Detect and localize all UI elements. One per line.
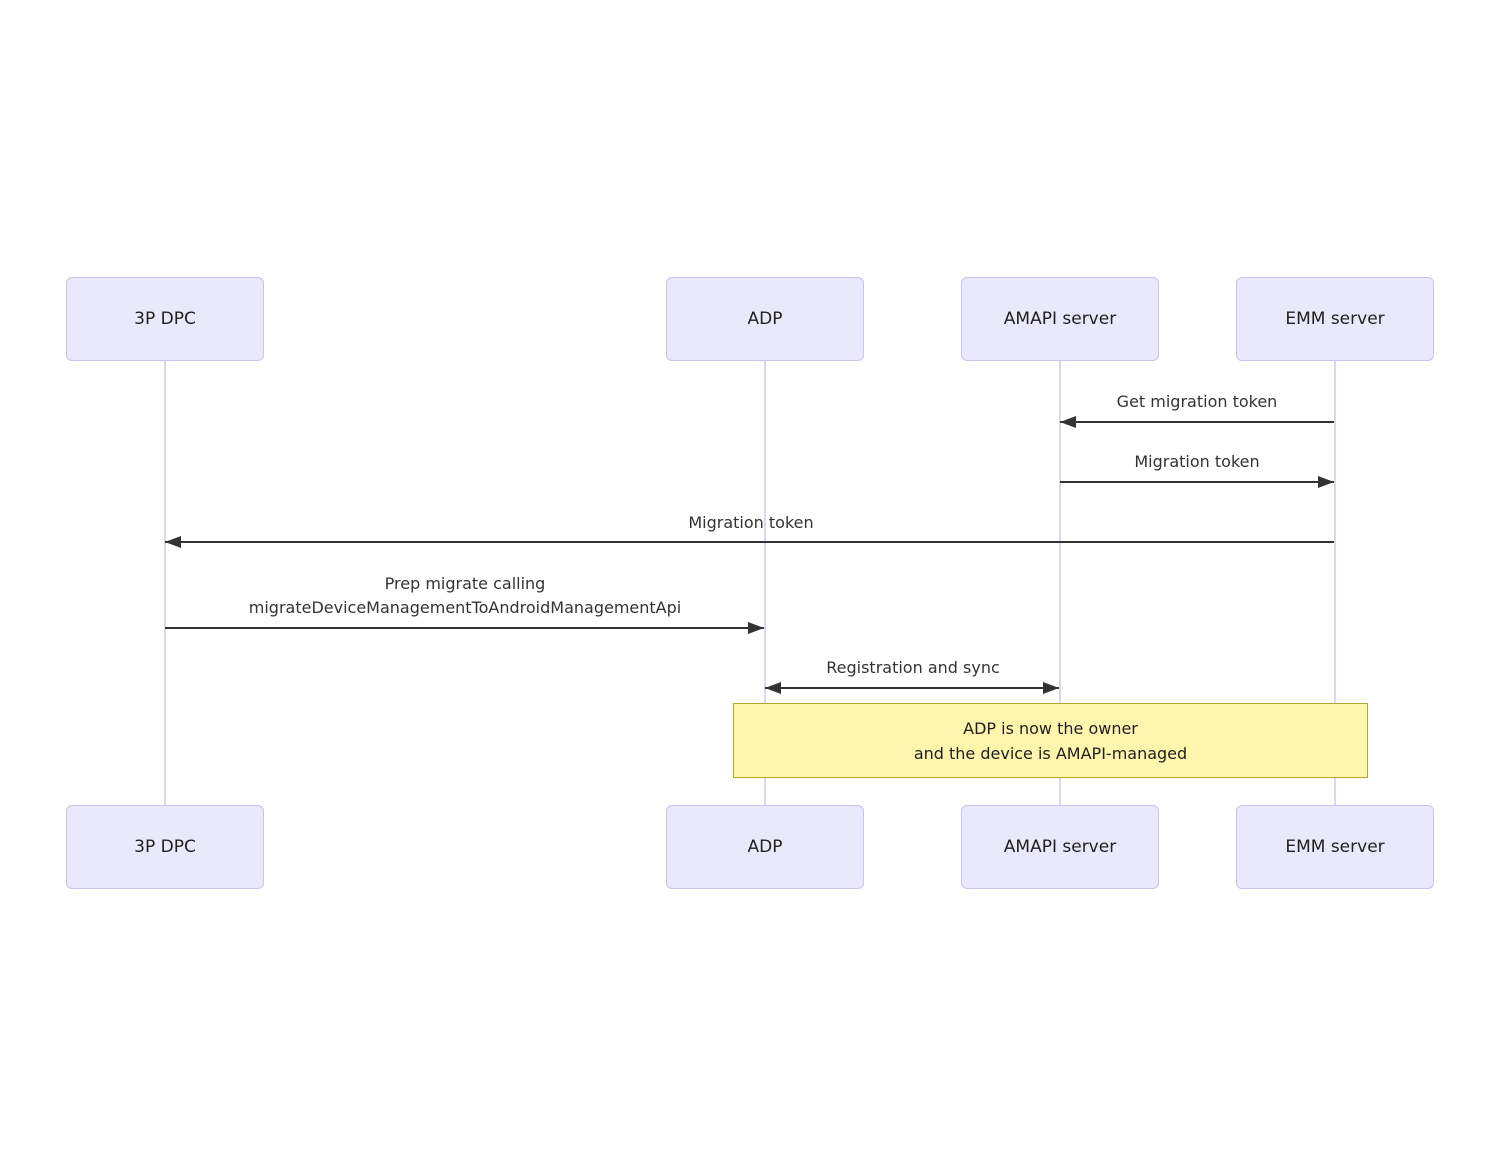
- message-line-registration-sync: [765, 687, 1059, 689]
- message-label-get-migration-token: Get migration token: [1116, 392, 1278, 411]
- message-line-prep-migrate: [165, 627, 764, 629]
- lifeline-3p-dpc: [164, 361, 166, 805]
- message-label-registration-sync: Registration and sync: [826, 658, 1000, 677]
- actor-bottom-amapi-server: AMAPI server: [961, 805, 1159, 889]
- actor-bottom-3p-dpc: 3P DPC: [66, 805, 264, 889]
- note-line1: ADP is now the owner: [963, 718, 1138, 738]
- actor-label: 3P DPC: [134, 309, 196, 329]
- note-line2: and the device is AMAPI-managed: [913, 743, 1188, 763]
- actor-top-emm-server: EMM server: [1236, 277, 1434, 361]
- actor-top-adp: ADP: [666, 277, 864, 361]
- actor-label: AMAPI server: [1003, 309, 1117, 329]
- actor-top-amapi-server: AMAPI server: [961, 277, 1159, 361]
- lifeline-amapi-server: [1059, 361, 1061, 805]
- note-adp-owner: ADP is now the owner and the device is A…: [733, 703, 1368, 778]
- arrowhead-left-icon: [765, 682, 781, 694]
- message-label-migration-token-to-dpc: Migration token: [688, 513, 814, 532]
- arrowhead-right-icon: [1043, 682, 1059, 694]
- arrowhead-right-icon: [748, 622, 764, 634]
- arrowhead-left-icon: [1060, 416, 1076, 428]
- arrowhead-left-icon: [165, 536, 181, 548]
- message-line-migration-token-to-emm: [1060, 481, 1334, 483]
- actor-bottom-adp: ADP: [666, 805, 864, 889]
- lifeline-adp: [764, 361, 766, 805]
- message-label-line1: Prep migrate calling: [384, 574, 546, 593]
- actor-label: AMAPI server: [1003, 837, 1117, 857]
- lifeline-emm-server: [1334, 361, 1336, 805]
- message-label-prep-migrate: Prep migrate calling migrateDeviceManage…: [249, 572, 681, 620]
- actor-top-3p-dpc: 3P DPC: [66, 277, 264, 361]
- message-label-line2: migrateDeviceManagementToAndroidManageme…: [248, 598, 682, 617]
- actor-label: EMM server: [1285, 837, 1385, 857]
- actor-label: ADP: [747, 309, 783, 329]
- actor-label: 3P DPC: [134, 837, 196, 857]
- message-label-migration-token-to-emm: Migration token: [1134, 452, 1260, 471]
- actor-label: EMM server: [1285, 309, 1385, 329]
- actor-bottom-emm-server: EMM server: [1236, 805, 1434, 889]
- actor-label: ADP: [747, 837, 783, 857]
- message-line-migration-token-to-dpc: [165, 541, 1334, 543]
- message-line-get-migration-token: [1060, 421, 1334, 423]
- arrowhead-right-icon: [1318, 476, 1334, 488]
